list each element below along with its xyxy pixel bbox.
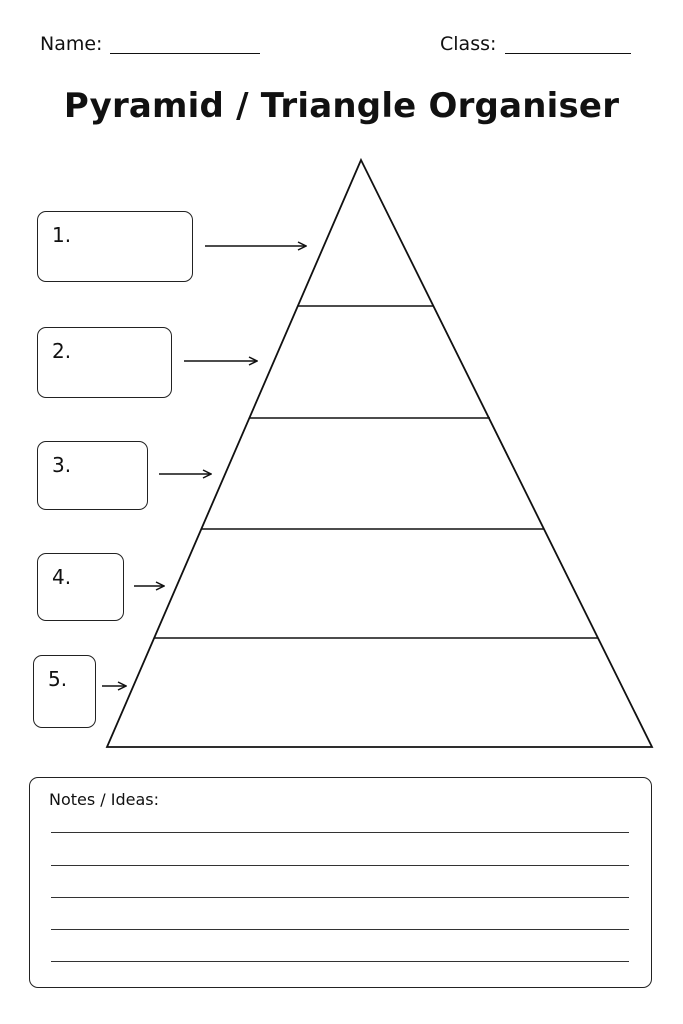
level-box-5[interactable]: 5. [33,655,96,728]
level-number: 4. [52,565,72,589]
notes-line-1[interactable] [51,832,629,833]
name-label: Name: [40,33,103,55]
level-box-2[interactable]: 2. [37,327,172,398]
level-number: 1. [52,223,72,247]
name-field-line[interactable] [110,53,260,54]
notes-line-2[interactable] [51,865,629,866]
level-number: 2. [52,339,72,363]
notes-line-4[interactable] [51,929,629,930]
level-box-3[interactable]: 3. [37,441,148,510]
class-label: Class: [440,33,497,55]
level-number: 3. [52,453,72,477]
page-title: Pyramid / Triangle Organiser [63,86,620,126]
level-number: 5. [48,667,68,691]
level-box-4[interactable]: 4. [37,553,124,621]
notes-line-5[interactable] [51,961,629,962]
notes-line-3[interactable] [51,897,629,898]
level-box-1[interactable]: 1. [37,211,193,282]
class-field-line[interactable] [505,53,631,54]
notes-title: Notes / Ideas: [49,790,160,809]
notes-box[interactable]: Notes / Ideas: [29,777,652,988]
pyramid-outline [105,157,654,748]
